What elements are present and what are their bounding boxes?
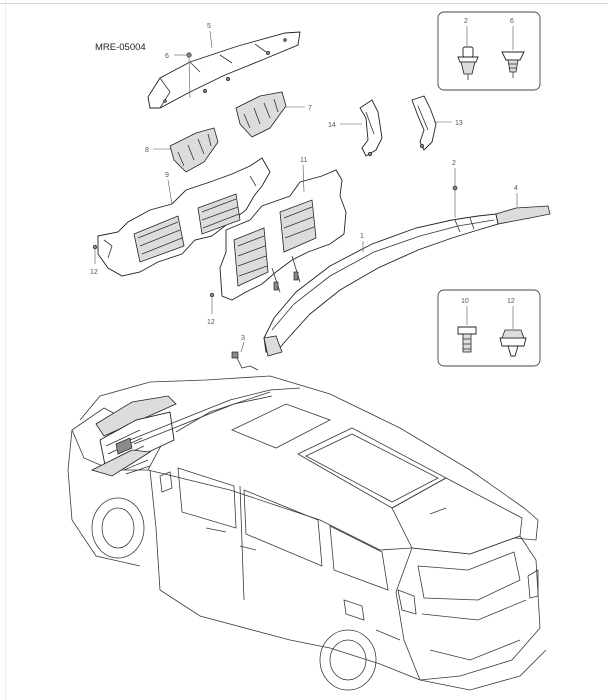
callout-11: 11: [300, 157, 307, 164]
callout-1: 1: [360, 233, 364, 240]
callout-9: 9: [165, 172, 169, 179]
inset1-label-b: 6: [510, 18, 514, 25]
inset-box-bolt-clip: 10 12: [437, 289, 541, 367]
inset-box-fasteners: 2 6: [437, 11, 541, 91]
part-7-bracket: [235, 91, 287, 138]
inset2-label-a: 10: [461, 298, 469, 305]
callout-14: 14: [328, 122, 336, 129]
callout-12a: 12: [90, 269, 98, 276]
part-13-bracket: [411, 95, 437, 151]
callout-13: 13: [455, 120, 463, 127]
part-4-end-cap: [495, 205, 551, 225]
clip-2-icon: [457, 46, 479, 80]
callout-12b: 12: [207, 319, 215, 326]
clip-6-icon: [501, 51, 525, 78]
part-8-bracket: [169, 127, 219, 173]
drawing-code: MRE-05004: [95, 42, 146, 53]
vehicle-outline: [67, 375, 547, 691]
clip-12-icon: [499, 329, 527, 357]
bolt-10-icon: [457, 326, 477, 353]
part-5-upper-panel: [147, 31, 301, 109]
callout-3: 3: [241, 335, 245, 342]
part-3-sensor: [231, 351, 259, 371]
callout-2: 2: [452, 160, 456, 167]
inset1-label-a: 2: [464, 18, 468, 25]
callout-4: 4: [514, 185, 518, 192]
callout-5: 5: [207, 23, 211, 30]
top-rule: [0, 3, 608, 4]
part-14-bracket: [359, 99, 383, 157]
part-11-center-panel: [219, 169, 347, 301]
left-rule: [5, 0, 6, 700]
callout-7: 7: [308, 105, 312, 112]
part-9-duct-panel: [97, 157, 271, 277]
callout-6: 6: [165, 53, 169, 60]
part-1-roof-duct: [263, 213, 499, 357]
installed-parts-in-vehicle: [90, 387, 301, 477]
inset2-label-b: 12: [507, 298, 515, 305]
callout-8: 8: [145, 147, 149, 154]
